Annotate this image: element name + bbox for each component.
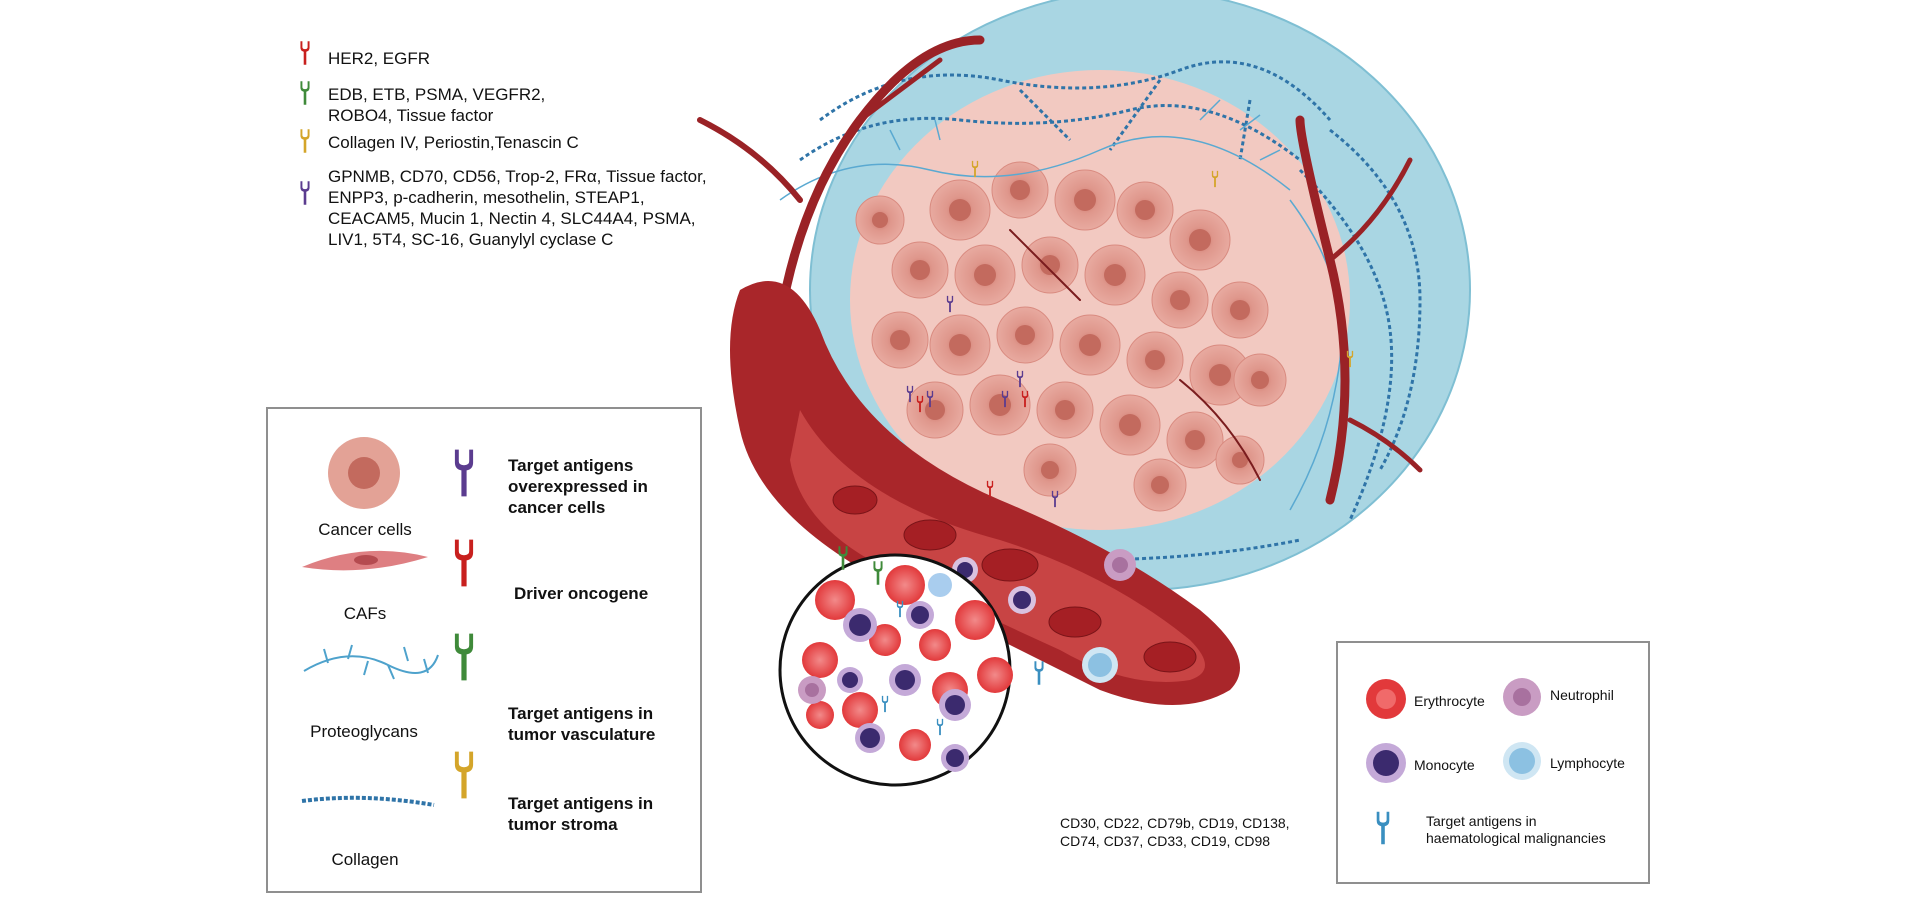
neutrophil-icon xyxy=(1503,678,1541,716)
label-proteoglycans: Proteoglycans xyxy=(310,722,418,741)
vessel-lumen xyxy=(790,410,1205,682)
label-lymphocyte: Lymphocyte xyxy=(1550,755,1625,771)
cancer-cell-icon xyxy=(328,437,400,509)
label-target-haem: Target antigens in haematological malign… xyxy=(1426,813,1606,846)
blood-cell-legend-icons xyxy=(1366,678,1541,845)
label-driver-oncogene: Driver oncogene xyxy=(514,584,649,603)
haem-antigen-list: CD30, CD22, CD79b, CD19, CD138, CD74, CD… xyxy=(1060,815,1290,849)
vessel-blood-cells xyxy=(832,485,1197,683)
lymphocyte-icon xyxy=(1503,742,1541,780)
antigen-list-stroma: Collagen IV, Periostin,Tenascin C xyxy=(328,133,579,152)
cancer-cell-cluster xyxy=(855,161,1287,512)
antigen-list-her2: HER2, EGFR xyxy=(328,49,431,68)
driver-oncogene-icon xyxy=(454,539,474,587)
zoom-blood-cells xyxy=(798,565,1013,772)
target-vasculature-icon xyxy=(454,633,474,681)
label-cafs: CAFs xyxy=(343,604,387,623)
monocyte-icon xyxy=(1366,743,1406,783)
erythrocyte-icon xyxy=(1366,679,1406,719)
top-legend-icons xyxy=(300,41,310,205)
caf-icon xyxy=(302,550,428,571)
label-target-vasculature: Target antigens in tumor vasculature xyxy=(508,704,656,744)
antigen-list-vasculature: EDB, ETB, PSMA, VEGFR2, ROBO4, Tissue fa… xyxy=(328,85,546,125)
label-target-cancer: Target antigens overexpressed in cancer … xyxy=(508,456,648,517)
haem-antigen-icon xyxy=(1034,661,1044,685)
proteoglycan-icon xyxy=(303,644,439,680)
label-erythrocyte: Erythrocyte xyxy=(1414,693,1485,709)
cell-legend-box: Cancer cells CAFs Proteoglycans Collagen… xyxy=(266,407,702,893)
cell-legend-icons xyxy=(301,437,474,807)
haem-legend-antigen-icon xyxy=(1376,811,1390,845)
target-stroma-icon xyxy=(454,751,474,799)
collagen-icon xyxy=(301,795,435,807)
label-cancer-cells: Cancer cells xyxy=(318,520,412,539)
blood-cell-legend-box: Erythrocyte Neutrophil Monocyte Lymphocy… xyxy=(1336,641,1650,884)
label-monocyte: Monocyte xyxy=(1414,757,1475,773)
vessel-branches xyxy=(697,35,1423,505)
target-cancer-icon xyxy=(454,449,474,497)
label-target-stroma: Target antigens in tumor stroma xyxy=(508,794,654,834)
label-collagen: Collagen xyxy=(331,850,399,869)
antigen-list-cancer: GPNMB, CD70, CD56, Trop-2, FRα, Tissue f… xyxy=(328,167,707,249)
label-neutrophil: Neutrophil xyxy=(1550,687,1614,703)
